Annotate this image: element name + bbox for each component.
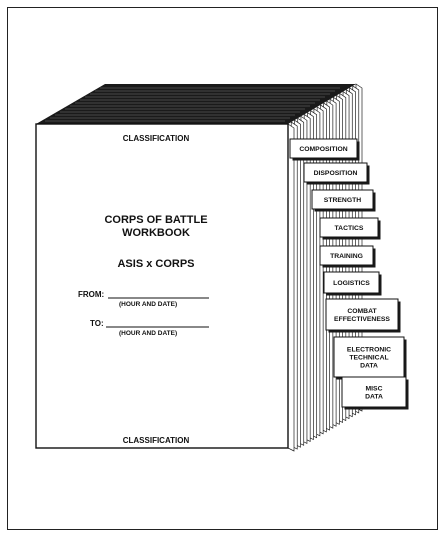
tab-box [333, 336, 405, 378]
tab-box [289, 138, 358, 159]
from-label: FROM: [78, 290, 104, 299]
tab-box [303, 162, 368, 183]
tab-box [311, 189, 374, 210]
tab-box [325, 298, 399, 331]
workbook-title-line1: CORPS OF BATTLE [104, 214, 207, 226]
front-cover [35, 123, 289, 449]
tab-label: TECHNICAL [349, 355, 388, 362]
tab-label: DISPOSITION [314, 170, 358, 177]
tab-label: ELECTRONIC [347, 347, 391, 354]
section-tab: TACTICS [319, 217, 381, 240]
section-tab: DISPOSITION [303, 162, 370, 185]
tab-label: DATA [360, 363, 378, 370]
tab-label: MISC [366, 386, 383, 393]
tab-box [341, 376, 407, 408]
from-hint: (HOUR AND DATE) [119, 301, 177, 308]
section-tab: LOGISTICS [323, 271, 382, 296]
workbook-title-line2: WORKBOOK [122, 227, 190, 239]
tab-label: DATA [365, 394, 383, 401]
section-tab: COMPOSITION [289, 138, 360, 161]
tab-box [323, 271, 380, 294]
page-edge [287, 123, 295, 452]
section-tabs: COMPOSITION DISPOSITION STRENGTH TACTICS TRA… [289, 138, 409, 410]
tab-label: EFFECTIVENESS [334, 316, 390, 323]
tab-box [319, 217, 379, 238]
to-hint: (HOUR AND DATE) [119, 330, 177, 337]
tab-label: LOGISTICS [333, 280, 370, 287]
tab-box [319, 245, 374, 266]
figure-frame [7, 7, 438, 530]
classification-top: CLASSIFICATION [123, 134, 190, 143]
to-label: TO: [90, 319, 104, 328]
tab-label: TRAINING [330, 253, 363, 260]
section-tab: TRAINING [319, 245, 376, 268]
tab-label: TACTICS [335, 225, 364, 232]
tab-label: COMBAT [347, 308, 377, 315]
tab-label: STRENGTH [324, 197, 361, 204]
section-tab: STRENGTH [311, 189, 376, 212]
workbook-subtitle: ASIS x CORPS [117, 258, 194, 270]
tab-label: COMPOSITION [299, 146, 347, 153]
classification-bottom: CLASSIFICATION [123, 436, 190, 445]
